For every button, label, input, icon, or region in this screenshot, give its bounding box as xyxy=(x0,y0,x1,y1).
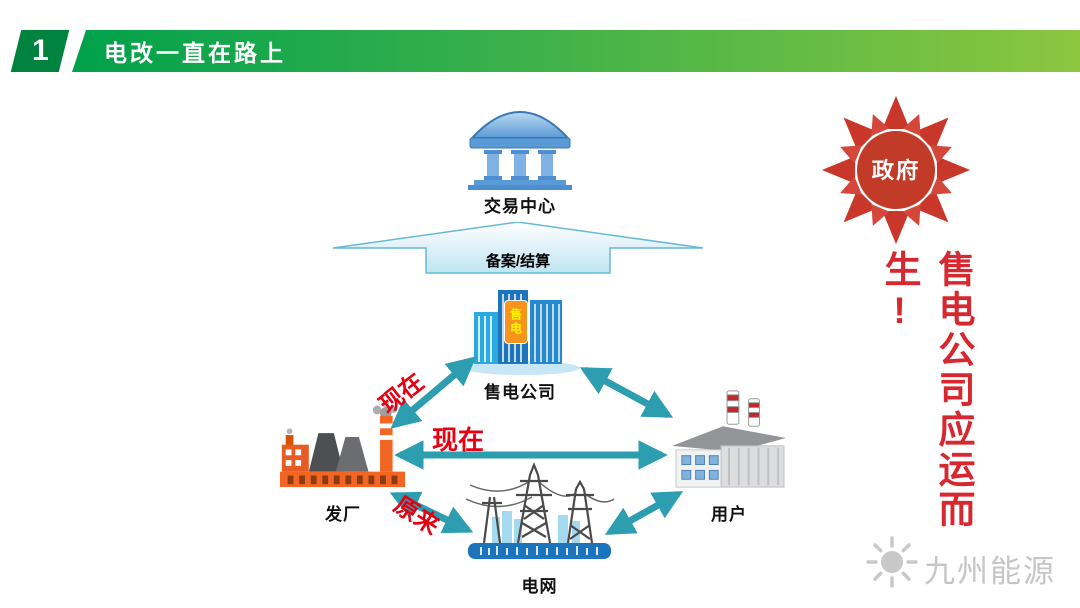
power-plant-icon xyxy=(279,402,406,488)
power-plant-label: 发厂 xyxy=(325,505,361,524)
power-grid-icon xyxy=(465,462,615,559)
sales-company-sign: 售电 xyxy=(504,300,528,344)
watermark-sun-logo xyxy=(866,536,918,588)
power-grid-label: 电网 xyxy=(521,577,558,596)
record-settlement-banner: 备案/结算 xyxy=(333,222,703,274)
section-number-box: 1 xyxy=(10,30,70,72)
government-sun-icon: 政府 xyxy=(821,95,971,245)
connection-arrows xyxy=(389,356,684,536)
arrow-plant-sales xyxy=(390,356,477,429)
arrow-plant-grid xyxy=(389,491,474,534)
arrow-grid-user xyxy=(604,490,684,536)
edge-label-now-horizontal: 现在 xyxy=(432,425,485,455)
sales-company-icon: 售电 xyxy=(462,286,582,376)
end-user-icon xyxy=(672,390,786,488)
header-banner: 电改一直在路上 xyxy=(72,30,1080,72)
government-label: 政府 xyxy=(872,157,921,183)
sales-company-label: 售电公司 xyxy=(484,383,556,402)
section-number: 1 xyxy=(31,34,49,67)
arrow-sales-user xyxy=(579,366,674,419)
record-settlement-label: 备案/结算 xyxy=(485,252,550,270)
slogan-text: 售电公司应运而生! xyxy=(879,250,974,530)
end-user-label: 用户 xyxy=(711,505,747,524)
trading-center-icon xyxy=(468,111,572,190)
page-title: 电改一直在路上 xyxy=(104,40,286,66)
trading-center-label: 交易中心 xyxy=(484,197,556,216)
watermark-text: 九州能源 xyxy=(924,554,1056,589)
